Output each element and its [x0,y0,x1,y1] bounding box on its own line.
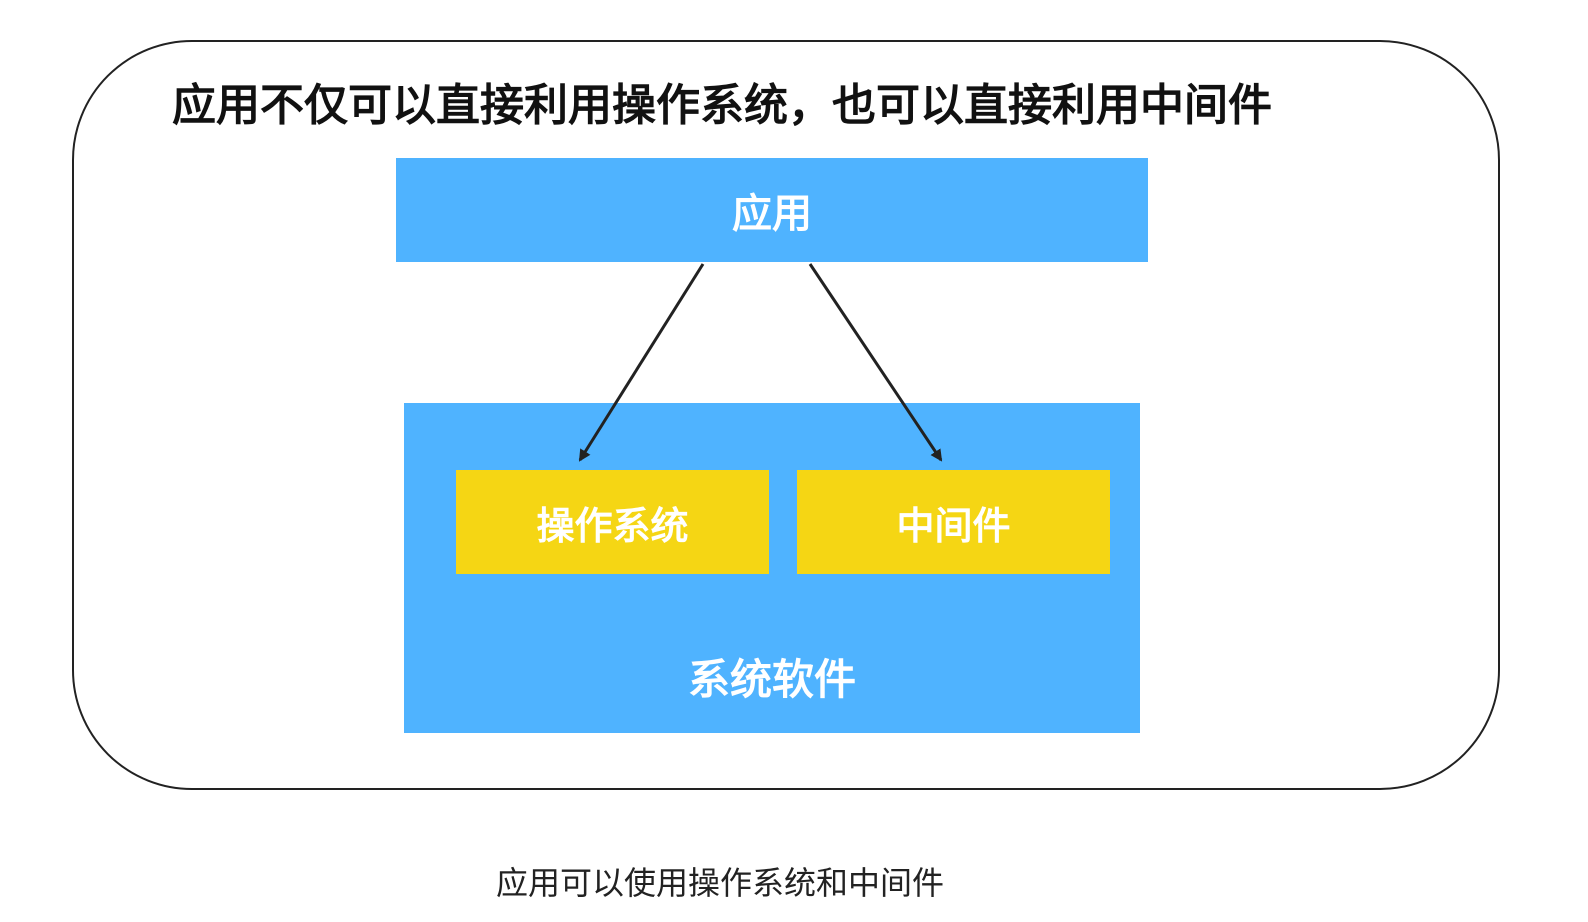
operating-system-label: 操作系统 [536,503,689,548]
application-box: 应用 [396,158,1148,262]
diagram-headline: 应用不仅可以直接利用操作系统，也可以直接利用中间件 [172,80,1272,131]
diagram-frame [72,40,1500,790]
system-software-label: 系统软件 [687,655,856,704]
operating-system-box: 操作系统 [456,470,769,574]
figure-caption: 应用可以使用操作系统和中间件 [495,864,944,902]
application-label: 应用 [732,191,812,237]
middleware-label: 中间件 [896,503,1011,548]
middleware-box: 中间件 [797,470,1110,574]
